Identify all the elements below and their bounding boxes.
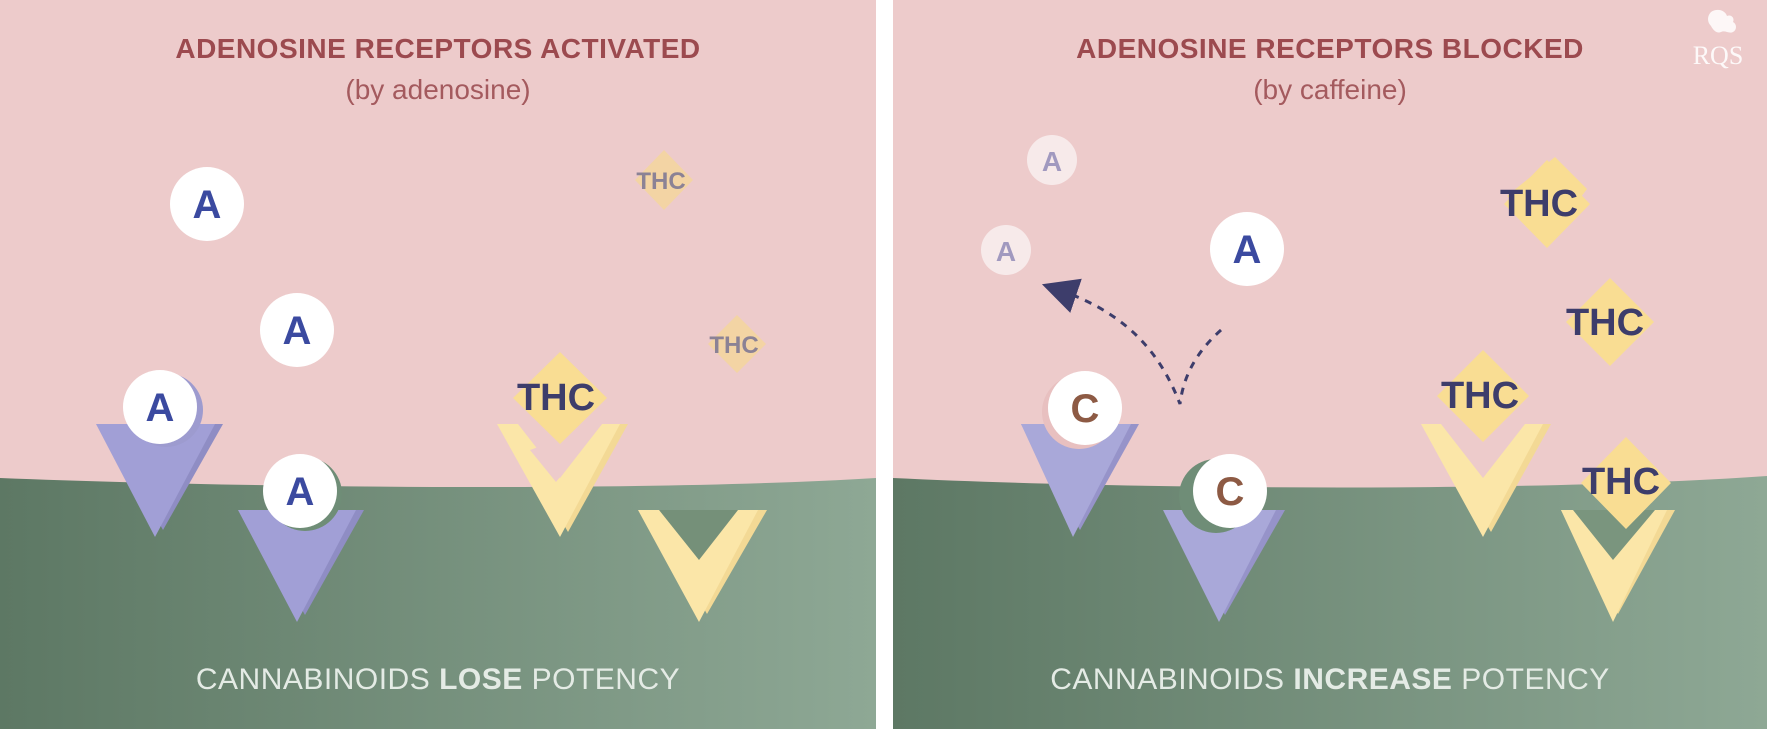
adenosine-molecule-label: A bbox=[146, 386, 175, 430]
adenosine-molecule-free: A bbox=[1210, 212, 1284, 286]
adenosine-molecule-faded-1: A bbox=[1027, 135, 1077, 185]
logo-text: RQS bbox=[1693, 41, 1744, 70]
cell-membrane bbox=[893, 476, 1767, 729]
svg-text:A: A bbox=[283, 309, 312, 353]
cannabinoid-receptor-1: THC bbox=[1421, 350, 1551, 537]
thc-molecule-free-1: THC bbox=[1500, 157, 1590, 248]
panel-divider bbox=[876, 0, 893, 729]
adenosine-molecule-free-1: A bbox=[170, 167, 244, 241]
thc-molecule-faded-1: THC bbox=[635, 150, 693, 210]
adenosine-receptor-2: A bbox=[238, 454, 364, 622]
adenosine-molecule-faded-2: A bbox=[981, 225, 1031, 275]
caption-text: POTENCY bbox=[531, 663, 681, 696]
cannabinoid-receptor-2 bbox=[638, 510, 767, 622]
caption-text: POTENCY bbox=[1461, 663, 1610, 696]
adenosine-receptor-1: A bbox=[96, 370, 223, 537]
thc-molecule-faded-2: THC bbox=[708, 315, 766, 373]
lion-crest-icon: RQS bbox=[1693, 9, 1744, 70]
right-panel-caption: CANNABINOIDS INCREASE POTENCY bbox=[893, 663, 1767, 697]
caption-text: CANNABINOIDS bbox=[1050, 663, 1285, 696]
left-panel-title: ADENOSINE RECEPTORS ACTIVATED bbox=[175, 33, 701, 64]
left-panel: A A A A THC bbox=[0, 0, 876, 729]
right-panel-diagram: C C A A A THC bbox=[893, 0, 1767, 729]
thc-molecule-label: THC bbox=[1441, 375, 1519, 417]
caffeine-molecule-label: C bbox=[1216, 470, 1245, 514]
adenosine-molecule-label: A bbox=[286, 470, 315, 514]
adenosine-receptor-blocked-1: C bbox=[1021, 371, 1139, 537]
caption-emphasis: INCREASE bbox=[1293, 663, 1453, 696]
right-panel: C C A A A THC bbox=[893, 0, 1767, 729]
left-panel-subtitle: (by adenosine) bbox=[345, 74, 531, 105]
cannabinoid-receptor-2: THC bbox=[1561, 437, 1675, 622]
right-panel-subtitle: (by caffeine) bbox=[1253, 74, 1407, 105]
right-panel-title: ADENOSINE RECEPTORS BLOCKED bbox=[1076, 33, 1584, 64]
adenosine-receptor-blocked-2: C bbox=[1163, 454, 1285, 622]
thc-molecule-label: THC bbox=[517, 377, 595, 419]
svg-text:A: A bbox=[996, 236, 1016, 267]
svg-text:THC: THC bbox=[636, 168, 685, 195]
thc-molecule-label: THC bbox=[1582, 461, 1660, 503]
adenosine-molecule-free-2: A bbox=[260, 293, 334, 367]
caffeine-molecule-label: C bbox=[1071, 387, 1100, 431]
svg-text:THC: THC bbox=[1566, 302, 1644, 344]
caption-emphasis: LOSE bbox=[439, 663, 523, 696]
svg-text:A: A bbox=[1042, 146, 1062, 177]
cannabinoid-receptor-1: THC bbox=[497, 352, 628, 537]
svg-text:THC: THC bbox=[1500, 183, 1578, 225]
left-panel-diagram: A A A A THC bbox=[0, 0, 876, 729]
svg-text:A: A bbox=[1233, 228, 1262, 272]
svg-text:THC: THC bbox=[709, 332, 758, 359]
thc-molecule-free-2: THC bbox=[1566, 278, 1654, 366]
caption-text: CANNABINOIDS bbox=[195, 663, 431, 696]
svg-text:A: A bbox=[193, 183, 222, 227]
left-panel-caption: CANNABINOIDS LOSE POTENCY bbox=[0, 663, 876, 697]
